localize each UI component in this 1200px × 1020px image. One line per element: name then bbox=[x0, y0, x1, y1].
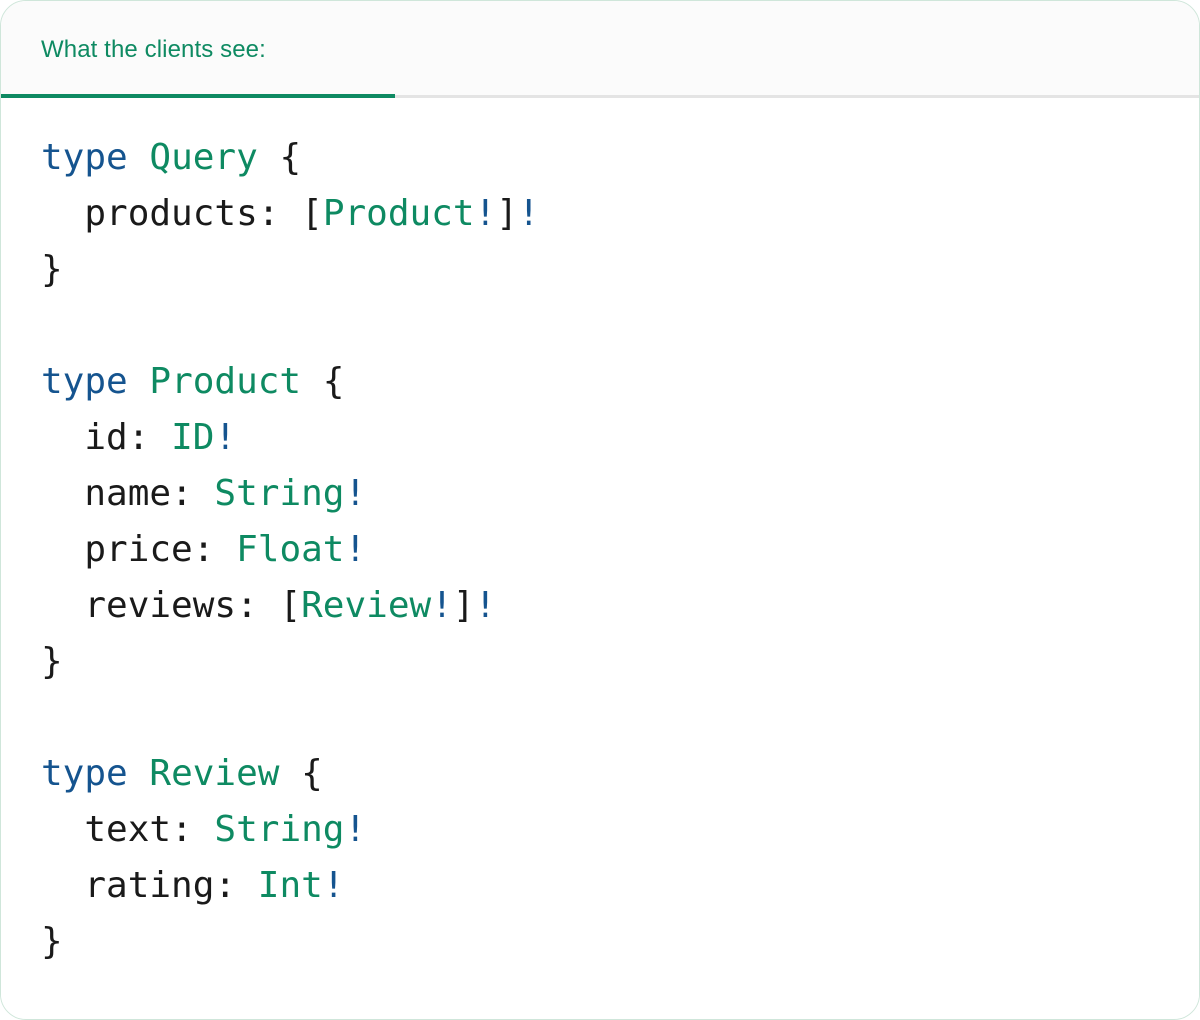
non-null-bang: ! bbox=[344, 473, 367, 514]
type-name: Review bbox=[149, 753, 280, 794]
keyword-type: type bbox=[41, 137, 128, 178]
type-name: Query bbox=[149, 137, 258, 178]
non-null-bang: ! bbox=[322, 865, 345, 906]
code-line: reviews: [Review!]! bbox=[41, 578, 1159, 634]
code-line: name: String! bbox=[41, 466, 1159, 522]
field-name: text: bbox=[84, 809, 193, 850]
type-reference: Int bbox=[257, 865, 323, 906]
close-brace: } bbox=[41, 641, 63, 682]
non-null-bang: ! bbox=[344, 529, 367, 570]
code-line-blank bbox=[41, 690, 1159, 746]
field-name: price: bbox=[84, 529, 215, 570]
list-bracket: [ bbox=[301, 193, 323, 234]
field-name: rating: bbox=[84, 865, 237, 906]
code-line: products: [Product!]! bbox=[41, 186, 1159, 242]
code-line: type Query { bbox=[41, 130, 1159, 186]
close-brace: } bbox=[41, 921, 63, 962]
field-name: reviews: bbox=[84, 585, 258, 626]
non-null-bang: ! bbox=[344, 809, 367, 850]
list-bracket: [ bbox=[279, 585, 302, 626]
code-line: } bbox=[41, 634, 1159, 690]
code-line: id: ID! bbox=[41, 410, 1159, 466]
code-line: } bbox=[41, 914, 1159, 970]
type-reference: Float bbox=[236, 529, 345, 570]
field-name: products: bbox=[84, 193, 280, 234]
code-line: text: String! bbox=[41, 802, 1159, 858]
type-reference: Review bbox=[301, 585, 432, 626]
type-name: Product bbox=[149, 361, 302, 402]
code-body: type Query { products: [Product!]!} type… bbox=[1, 98, 1199, 1018]
type-reference: String bbox=[214, 473, 345, 514]
code-line: rating: Int! bbox=[41, 858, 1159, 914]
non-null-bang: ! bbox=[474, 193, 497, 234]
keyword-type: type bbox=[41, 361, 128, 402]
graphql-schema-code[interactable]: type Query { products: [Product!]!} type… bbox=[41, 130, 1159, 970]
card-header: What the clients see: bbox=[1, 1, 1199, 98]
type-reference: Product bbox=[322, 193, 475, 234]
active-tab-underline bbox=[1, 94, 395, 98]
type-reference: String bbox=[214, 809, 345, 850]
open-brace: { bbox=[279, 137, 302, 178]
code-line: } bbox=[41, 242, 1159, 298]
non-null-bang: ! bbox=[431, 585, 453, 626]
keyword-type: type bbox=[41, 753, 128, 794]
code-line: price: Float! bbox=[41, 522, 1159, 578]
non-null-bang: ! bbox=[517, 193, 540, 234]
field-name: name: bbox=[84, 473, 193, 514]
code-line: type Product { bbox=[41, 354, 1159, 410]
list-bracket: ] bbox=[452, 585, 475, 626]
code-line-blank bbox=[41, 298, 1159, 354]
tab-what-the-clients-see[interactable]: What the clients see: bbox=[1, 1, 395, 98]
non-null-bang: ! bbox=[214, 417, 237, 458]
list-bracket: ] bbox=[496, 193, 518, 234]
field-name: id: bbox=[84, 417, 150, 458]
type-reference: ID bbox=[171, 417, 215, 458]
open-brace: { bbox=[322, 361, 345, 402]
non-null-bang: ! bbox=[474, 585, 497, 626]
code-line: type Review { bbox=[41, 746, 1159, 802]
tab-label: What the clients see: bbox=[41, 35, 266, 63]
header-divider bbox=[1, 95, 1199, 98]
open-brace: { bbox=[301, 753, 323, 794]
close-brace: } bbox=[41, 249, 63, 290]
